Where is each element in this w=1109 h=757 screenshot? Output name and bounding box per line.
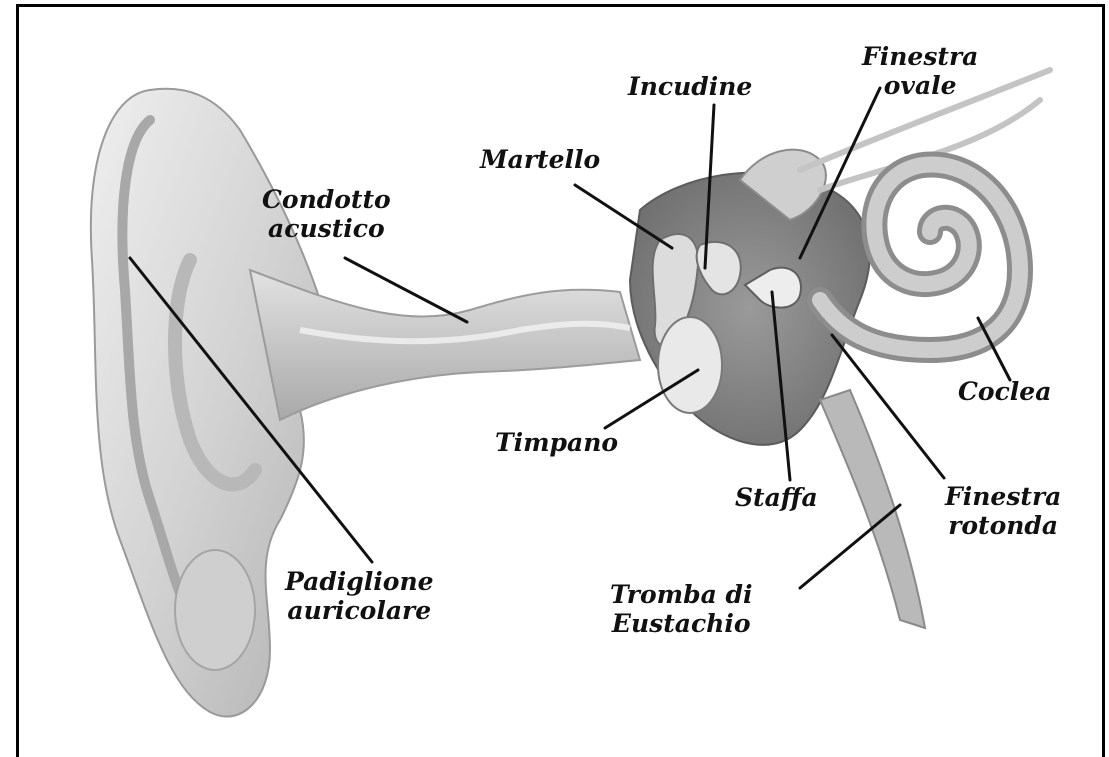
label-incudine: Incudine xyxy=(628,72,752,101)
eardrum-shape xyxy=(658,317,722,413)
label-padiglione-auricolare: Padiglione auricolare xyxy=(285,567,434,625)
label-martello: Martello xyxy=(480,145,600,174)
ear-canal-shape xyxy=(250,270,640,420)
label-finestra-rotonda: Finestra rotonda xyxy=(945,482,1061,540)
label-finestra-ovale: Finestra ovale xyxy=(862,42,978,100)
label-timpano: Timpano xyxy=(495,428,618,457)
label-tromba-di-eustachio: Tromba di Eustachio xyxy=(610,580,752,638)
label-staffa: Staffa xyxy=(735,483,818,512)
eustachian-tube-shape xyxy=(820,390,925,628)
label-coclea: Coclea xyxy=(958,377,1051,406)
label-condotto-acustico: Condotto acustico xyxy=(262,185,391,243)
